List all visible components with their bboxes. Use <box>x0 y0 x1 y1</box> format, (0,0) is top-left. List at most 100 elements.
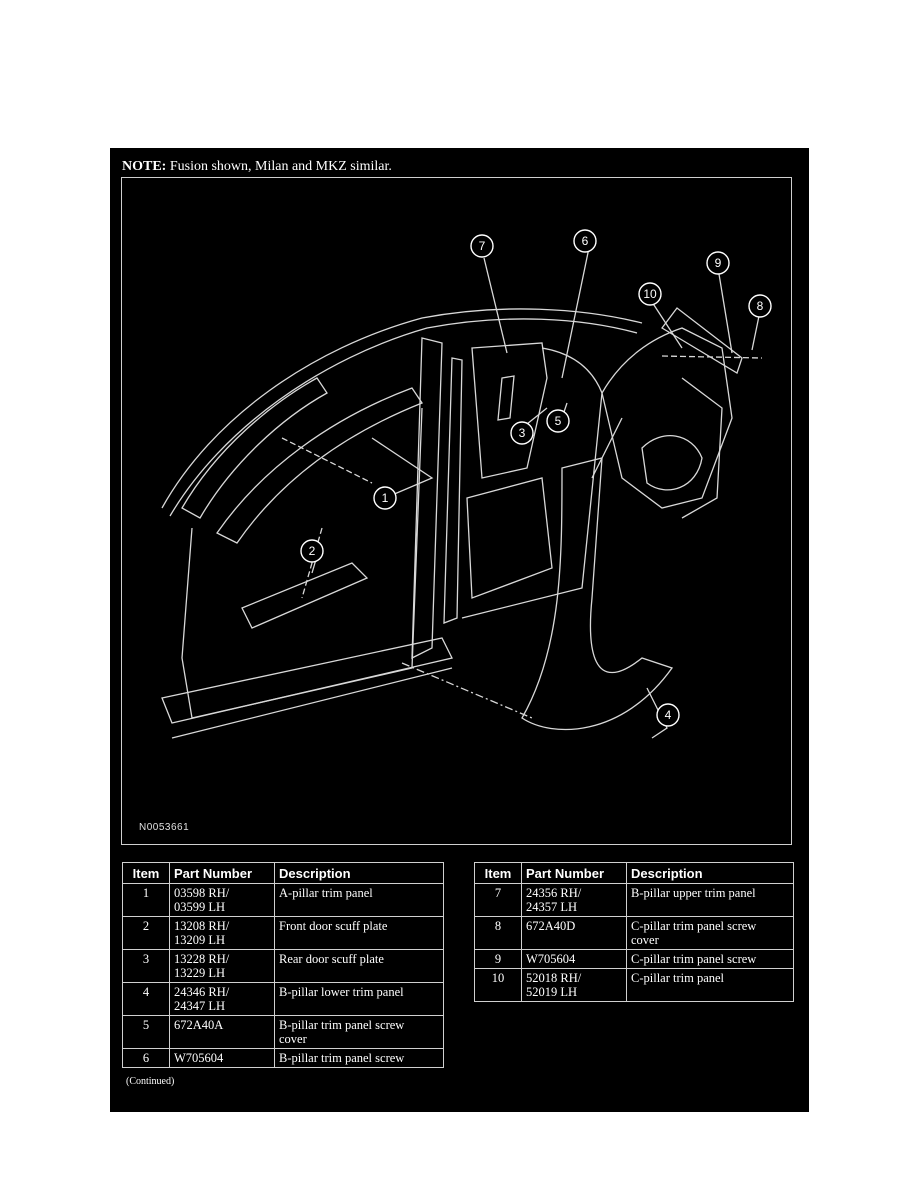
item-number: 5 <box>122 1015 170 1049</box>
callout-10 <box>638 282 662 306</box>
callout-6-label: 6 <box>582 234 589 248</box>
part-number: 672A40D <box>521 916 627 950</box>
callout-8 <box>748 294 772 318</box>
callout-2 <box>300 539 324 563</box>
description-line: B-pillar trim panel screw <box>279 1051 405 1065</box>
wheel-house-outline <box>641 435 703 491</box>
part-number: 13208 RH/13209 LH <box>169 916 275 950</box>
item-number: 8 <box>474 916 522 950</box>
b-pillar-upper-trim-outline <box>471 342 548 479</box>
note-line: NOTE: Fusion shown, Milan and MKZ simila… <box>122 159 392 175</box>
part-number-line: 13228 RH/ <box>174 952 230 966</box>
description-line: B-pillar trim panel screw <box>279 1018 405 1032</box>
rocker-panel-outline <box>161 637 453 724</box>
callout-4 <box>656 703 680 727</box>
description-line: C-pillar trim panel screw <box>631 952 757 966</box>
description: B-pillar trim panel screw <box>274 1048 444 1068</box>
part-number-line: 13209 LH <box>174 933 226 947</box>
callout-1-label: 1 <box>382 491 389 505</box>
callout-3-label: 3 <box>519 426 526 440</box>
part-number-line: 52019 LH <box>526 985 578 999</box>
callout-3 <box>510 421 534 445</box>
callout-10-label: 10 <box>643 287 657 301</box>
part-number-line: 03599 LH <box>174 900 226 914</box>
description: B-pillar upper trim panel <box>626 883 794 917</box>
description-line: cover <box>279 1032 307 1046</box>
description: C-pillar trim panel <box>626 968 794 1002</box>
table-row: 9 W705604 C-pillar trim panel screw <box>474 949 794 969</box>
part-number-line: 672A40D <box>526 919 576 933</box>
header-description: Description <box>626 862 794 884</box>
callout-2-label: 2 <box>309 544 316 558</box>
description-line: C-pillar trim panel screw <box>631 919 757 933</box>
description: C-pillar trim panel screw <box>626 949 794 969</box>
callout-5 <box>546 409 570 433</box>
part-number-line: 24356 RH/ <box>526 886 582 900</box>
trim-panel-illustration: 1 2 3 4 5 6 7 8 9 10 N0053661 <box>121 177 792 845</box>
table-row: 3 13228 RH/13229 LH Rear door scuff plate <box>122 949 444 983</box>
part-number: W705604 <box>169 1048 275 1068</box>
figure-id: N0053661 <box>139 822 190 833</box>
part-number: 24356 RH/24357 LH <box>521 883 627 917</box>
description: B-pillar lower trim panel <box>274 982 444 1016</box>
part-number-line: 24357 LH <box>526 900 578 914</box>
part-number: 03598 RH/03599 LH <box>169 883 275 917</box>
part-number-line: 24346 RH/ <box>174 985 230 999</box>
vehicle-body-drawing: 1 2 3 4 5 6 7 8 9 10 <box>161 229 772 739</box>
callout-9 <box>706 251 730 275</box>
table-row: 6 W705604 B-pillar trim panel screw <box>122 1048 444 1068</box>
description-line: B-pillar lower trim panel <box>279 985 404 999</box>
c-pillar-trim-outline <box>661 307 743 374</box>
callout-1 <box>373 486 397 510</box>
item-number: 6 <box>122 1048 170 1068</box>
a-pillar-outline <box>181 377 328 519</box>
c-pillar-outline <box>601 327 733 509</box>
description-line: B-pillar upper trim panel <box>631 886 756 900</box>
part-number-line: 672A40A <box>174 1018 224 1032</box>
description-line: Rear door scuff plate <box>279 952 384 966</box>
item-number: 9 <box>474 949 522 969</box>
rear-door-opening <box>461 347 603 619</box>
callout-7-label: 7 <box>479 239 486 253</box>
front-door-opening <box>181 407 423 719</box>
header-description: Description <box>274 862 444 884</box>
part-number-line: 03598 RH/ <box>174 886 230 900</box>
item-number: 10 <box>474 968 522 1002</box>
part-number-line: W705604 <box>526 952 576 966</box>
rear-scuff-plate-outline <box>466 477 553 599</box>
front-scuff-plate-outline <box>241 562 369 629</box>
item-number: 1 <box>122 883 170 917</box>
header-item: Item <box>122 862 170 884</box>
part-number-line: W705604 <box>174 1051 224 1065</box>
part-number-line: 13229 LH <box>174 966 226 980</box>
b-pillar-lower-trim-outline <box>521 457 674 731</box>
roof-line <box>161 308 643 509</box>
part-number-line: 13208 RH/ <box>174 919 230 933</box>
callout-6 <box>573 229 597 253</box>
item-number: 3 <box>122 949 170 983</box>
header-part-number: Part Number <box>169 862 275 884</box>
description: A-pillar trim panel <box>274 883 444 917</box>
callout-9-label: 9 <box>715 256 722 270</box>
description-line: C-pillar trim panel <box>631 971 725 985</box>
part-number: 24346 RH/24347 LH <box>169 982 275 1016</box>
b-pillar-outline <box>411 337 443 660</box>
description: Rear door scuff plate <box>274 949 444 983</box>
item-number: 2 <box>122 916 170 950</box>
callout-5-label: 5 <box>555 414 562 428</box>
part-number: 52018 RH/52019 LH <box>521 968 627 1002</box>
callout-7 <box>470 234 494 258</box>
part-number: W705604 <box>521 949 627 969</box>
header-part-number: Part Number <box>521 862 627 884</box>
continued-note: (Continued) <box>126 1076 175 1087</box>
item-number: 7 <box>474 883 522 917</box>
description: Front door scuff plate <box>274 916 444 950</box>
